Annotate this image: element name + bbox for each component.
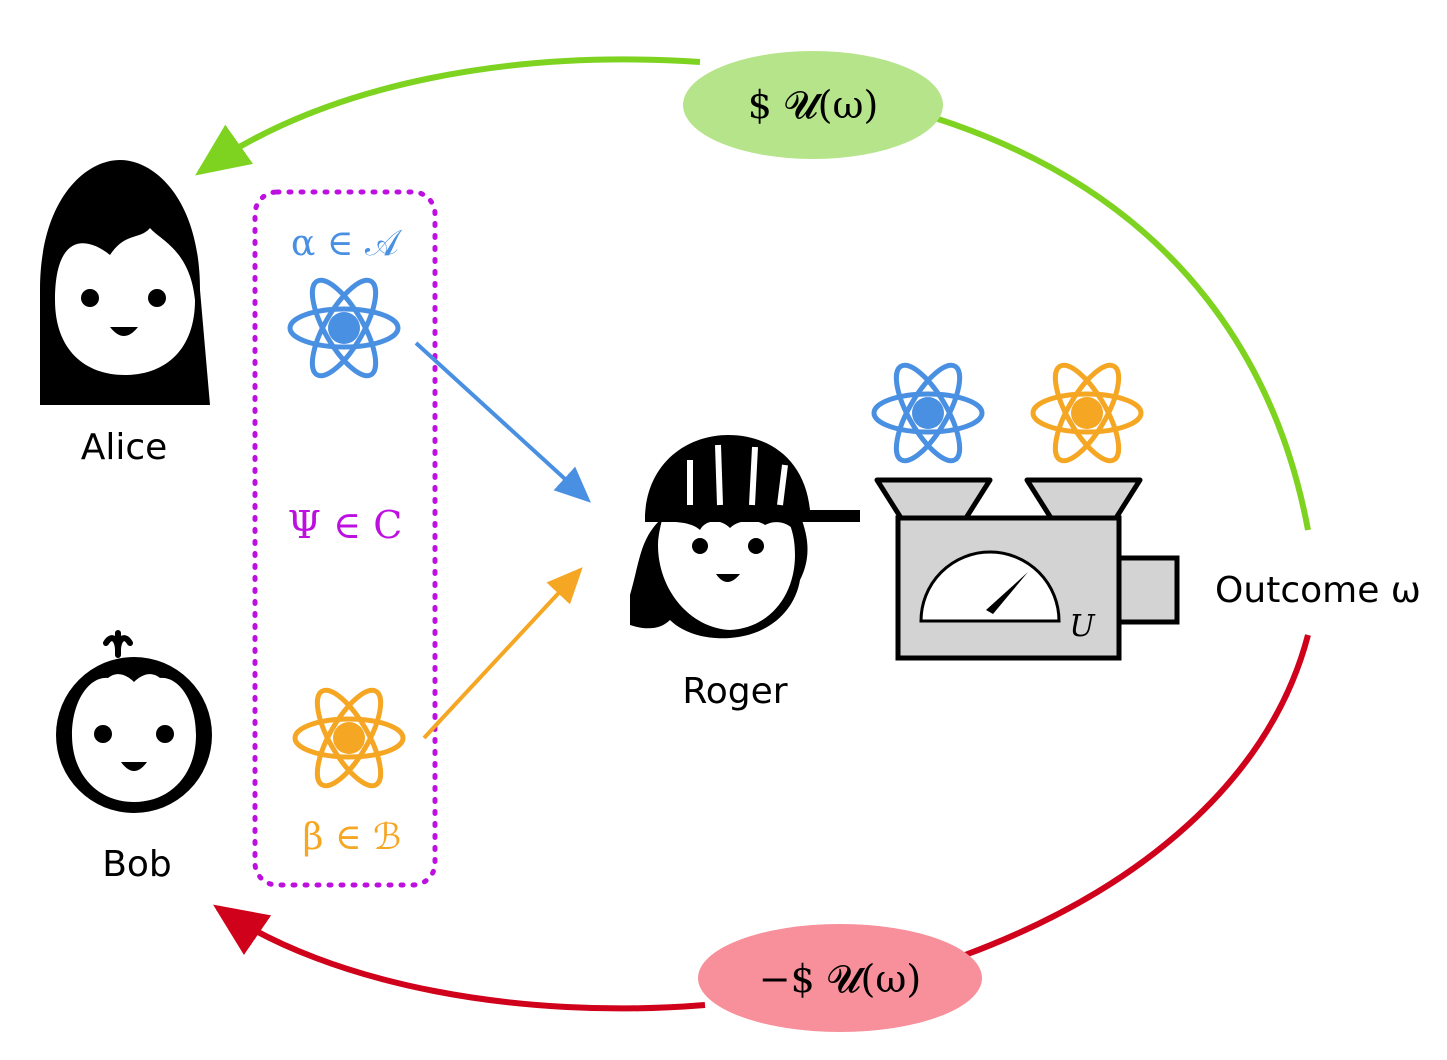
alpha-label: α ∈ 𝒜 bbox=[291, 223, 403, 264]
psi-label: Ψ ∈ C bbox=[288, 503, 403, 547]
measurement-machine-icon bbox=[874, 477, 1180, 661]
machine-blue-atom-icon bbox=[871, 362, 985, 464]
machine-label: U bbox=[1069, 609, 1096, 644]
beta-label: β ∈ ℬ bbox=[303, 817, 402, 858]
bob-payoff-bubble: −$ 𝓤(ω) bbox=[698, 924, 982, 1032]
bob-payoff-arrow bbox=[213, 634, 1311, 1012]
machine-orange-atom-icon bbox=[1030, 362, 1144, 464]
alice-payoff-arrow bbox=[195, 56, 1311, 531]
bob-payoff-label: −$ 𝓤(ω) bbox=[759, 957, 921, 1001]
orange-atom-icon bbox=[292, 687, 406, 789]
alice-payoff-label: $ 𝓤(ω) bbox=[748, 83, 879, 127]
alice-payoff-bubble: $ 𝓤(ω) bbox=[683, 51, 943, 159]
blue-atom-icon bbox=[287, 277, 401, 379]
bob-name: Bob bbox=[102, 844, 172, 885]
girl-face-icon bbox=[40, 160, 210, 405]
beta-to-roger-arrow bbox=[422, 567, 583, 740]
roger-name: Roger bbox=[682, 671, 787, 712]
state-space-box bbox=[252, 189, 438, 888]
outcome-label: Outcome ω bbox=[1215, 570, 1421, 611]
alpha-to-roger-arrow bbox=[414, 341, 591, 503]
boy-with-cap-icon bbox=[630, 435, 860, 639]
boy-face-icon bbox=[56, 630, 212, 813]
alice-name: Alice bbox=[81, 427, 168, 468]
